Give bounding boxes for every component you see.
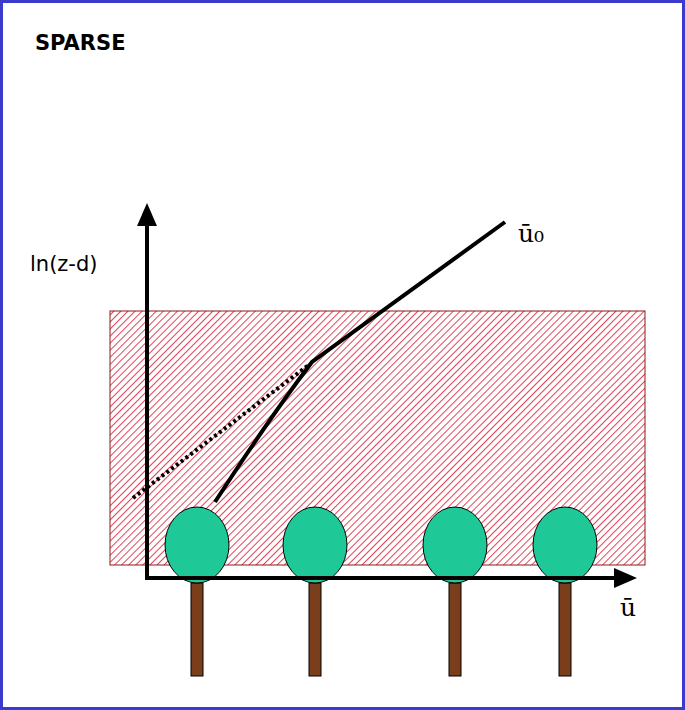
tree-trunks: [191, 583, 571, 676]
tree-crowns: [165, 507, 597, 583]
profile-label: ū₀: [518, 220, 544, 248]
axes: [137, 203, 637, 588]
wind-profile: [215, 222, 505, 502]
log-profile-extrapolation: [133, 364, 310, 498]
diagram-title: SPARSE: [35, 32, 125, 55]
axis-label: ln(z-d): [30, 253, 97, 276]
axis-label: ū: [620, 594, 636, 622]
